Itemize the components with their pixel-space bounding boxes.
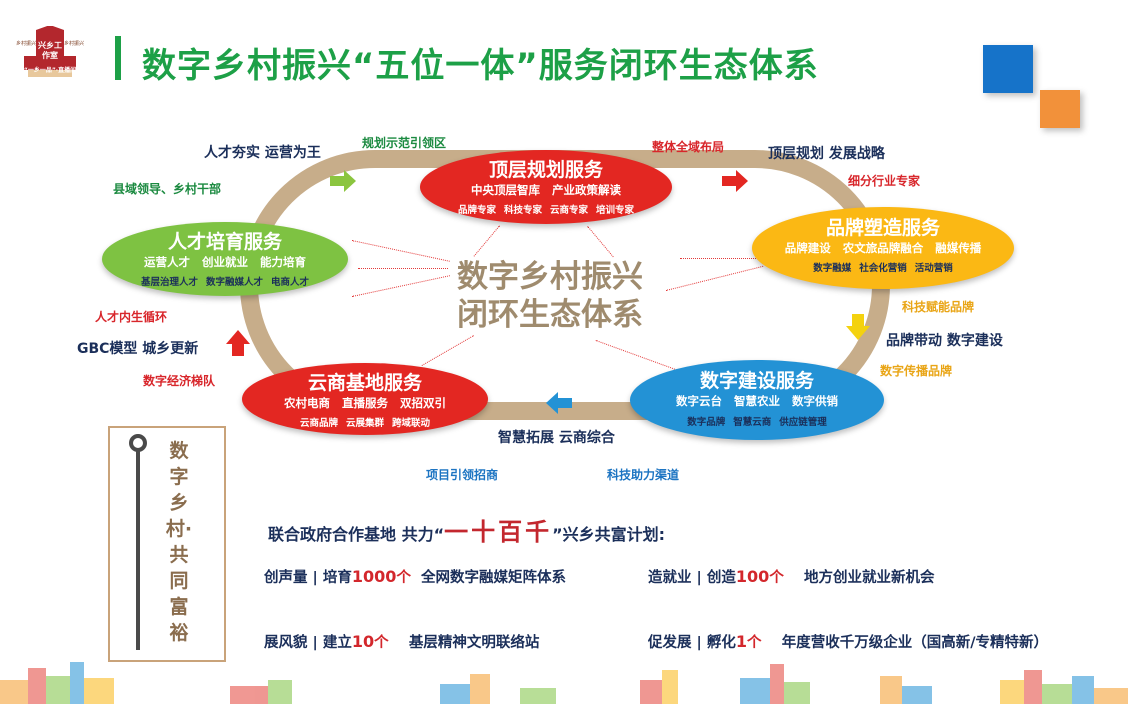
plan-item-4: 促发展 | 孵化1个 年度营收千万级企业（国高新/专精特新） (648, 632, 1049, 651)
footer-skyline-decoration (0, 650, 1128, 704)
center-line-2: 闭环生态体系 (457, 297, 643, 333)
service-row1: 中央顶层智库产业政策解读 (471, 183, 621, 197)
service-bottomright-digital: 数字建设服务 数字云台智慧农业数字供销 数字品牌智慧云商供应链管理 (630, 360, 884, 440)
plan-item-2: 造就业 | 创造100个 地方创业就业新机会 (648, 567, 935, 586)
label-county-leaders: 县域领导、乡村干部 (113, 182, 222, 196)
service-row2: 数字品牌智慧云商供应链管理 (687, 417, 827, 428)
service-row2: 云商品牌云展集群跨域联动 (299, 418, 431, 429)
label-tech-channel: 科技助力渠道 (607, 468, 680, 482)
decor-square-blue (983, 45, 1033, 93)
label-talent-operations: 人才夯实 运营为王 (204, 145, 321, 161)
arrow-left-icon (546, 392, 572, 418)
logo-text: 乡村振兴 乡村振兴 兴乡工作室 “一乡一品”·直播间 (14, 40, 86, 74)
label-tech-brand: 科技赋能品牌 (902, 300, 975, 314)
vertical-title-box (108, 426, 226, 662)
service-row2: 品牌专家科技专家云商专家培训专家 (457, 205, 635, 216)
arrow-up-icon (226, 330, 250, 360)
service-right-brand: 品牌塑造服务 品牌建设农文旅品牌融合融媒传播 数字融媒社会化营销活动营销 (752, 207, 1014, 289)
label-gbc-model: GBC模型 城乡更新 (77, 341, 199, 357)
service-row1: 运营人才创业就业能力培育 (144, 255, 306, 269)
logo (14, 25, 86, 82)
service-bottomleft-cloud: 云商基地服务 农村电商直播服务双招双引 云商品牌云展集群跨域联动 (242, 363, 488, 435)
plan-prefix: 联合政府合作基地 共力“ (268, 525, 445, 544)
service-row1: 数字云台智慧农业数字供销 (676, 394, 838, 408)
service-top-planning: 顶层规划服务 中央顶层智库产业政策解读 品牌专家科技专家云商专家培训专家 (420, 150, 672, 224)
service-row2: 数字融媒社会化营销活动营销 (813, 263, 953, 274)
label-digital-brand-spread: 数字传播品牌 (880, 364, 953, 378)
label-industry-experts: 细分行业专家 (848, 174, 921, 188)
service-row1: 品牌建设农文旅品牌融合融媒传播 (784, 241, 982, 255)
decor-square-orange (1040, 90, 1080, 128)
service-title: 品牌塑造服务 (825, 217, 940, 239)
plan-title: 联合政府合作基地 共力“一十百千”兴乡共富计划: (268, 512, 665, 547)
arrow-right-icon (722, 170, 748, 196)
arrow-right-icon (330, 170, 356, 196)
center-line-1: 数字乡村振兴 (457, 259, 643, 295)
label-top-strategy: 顶层规划 发展战略 (768, 146, 885, 162)
vertical-rule (136, 444, 140, 650)
label-talent-cycle: 人才内生循环 (95, 310, 168, 324)
service-title: 人才培育服务 (167, 231, 282, 253)
label-overall-layout: 整体全域布局 (652, 140, 725, 154)
logo-small-right: 乡村振兴 (63, 41, 84, 47)
page-title: 数字乡村振兴“五位一体”服务闭环生态体系 (142, 46, 819, 86)
plan-item-3: 展风貌 | 建立10个 基层精神文明联络站 (264, 632, 540, 651)
vertical-title: 数字乡村·共同富裕 (165, 440, 193, 644)
plan-item-1: 创声量 | 培育1000个 全网数字融媒矩阵体系 (264, 567, 567, 586)
service-title: 云商基地服务 (307, 372, 422, 394)
connector-line (358, 268, 448, 269)
label-smart-expand: 智慧拓展 云商综合 (498, 430, 615, 446)
service-row2: 基层治理人才数字融媒人才电商人才 (140, 277, 310, 288)
service-left-talent: 人才培育服务 运营人才创业就业能力培育 基层治理人才数字融媒人才电商人才 (102, 222, 348, 296)
logo-small-left: 乡村振兴 (16, 41, 37, 47)
plan-highlight: 一十百千 (444, 517, 553, 546)
center-title: 数字乡村振兴 闭环生态体系 (420, 258, 680, 334)
service-title: 顶层规划服务 (488, 159, 603, 181)
label-brand-digital: 品牌带动 数字建设 (886, 333, 1003, 349)
label-digital-team: 数字经济梯队 (143, 374, 216, 388)
label-planning-demo: 规划示范引领区 (362, 136, 447, 150)
ring-icon (129, 434, 147, 452)
plan-suffix: ”兴乡共富计划: (552, 525, 666, 544)
arrow-down-icon (846, 314, 870, 344)
logo-big: 兴乡工作室 (38, 41, 62, 60)
logo-banner: “一乡一品”·直播间 (23, 67, 77, 74)
service-title: 数字建设服务 (699, 370, 814, 392)
label-project-invest: 项目引领招商 (426, 468, 499, 482)
connector-line (680, 258, 764, 259)
title-accent-bar (115, 36, 121, 80)
service-row1: 农村电商直播服务双招双引 (284, 396, 446, 410)
